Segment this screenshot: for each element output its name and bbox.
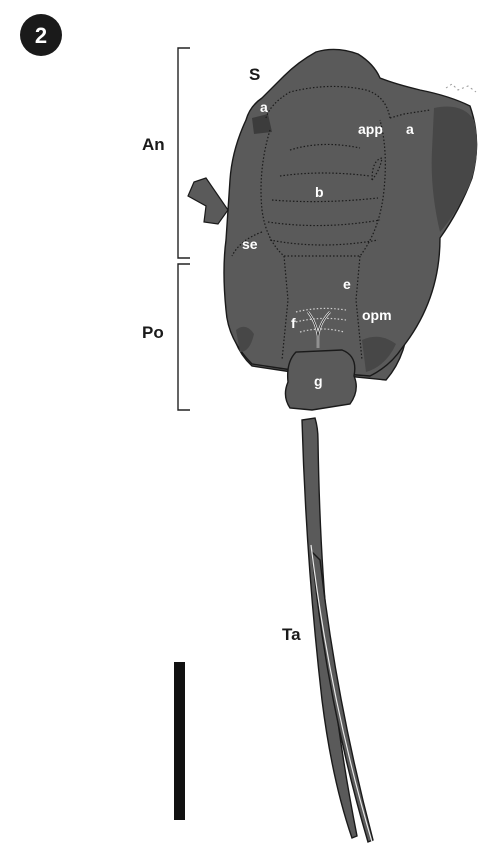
label-app: app — [358, 121, 383, 137]
tail — [302, 418, 373, 842]
anterior-bracket — [178, 48, 190, 258]
panel-number-badge: 2 — [20, 14, 62, 56]
label-g: g — [314, 373, 323, 389]
body — [188, 49, 477, 380]
posterior-label: Po — [142, 323, 164, 342]
label-ta: Ta — [282, 625, 301, 644]
label-f: f — [291, 315, 296, 331]
label-s: S — [249, 65, 260, 84]
label-a-right: a — [406, 121, 414, 137]
label-e: e — [343, 276, 351, 292]
label-opm: opm — [362, 307, 392, 323]
scale-bar — [174, 662, 185, 820]
panel-number: 2 — [35, 23, 47, 48]
label-se: se — [242, 236, 258, 252]
posterior-bracket — [178, 264, 190, 410]
anterior-label: An — [142, 135, 165, 154]
label-b: b — [315, 184, 324, 200]
label-a-left: a — [260, 99, 268, 115]
